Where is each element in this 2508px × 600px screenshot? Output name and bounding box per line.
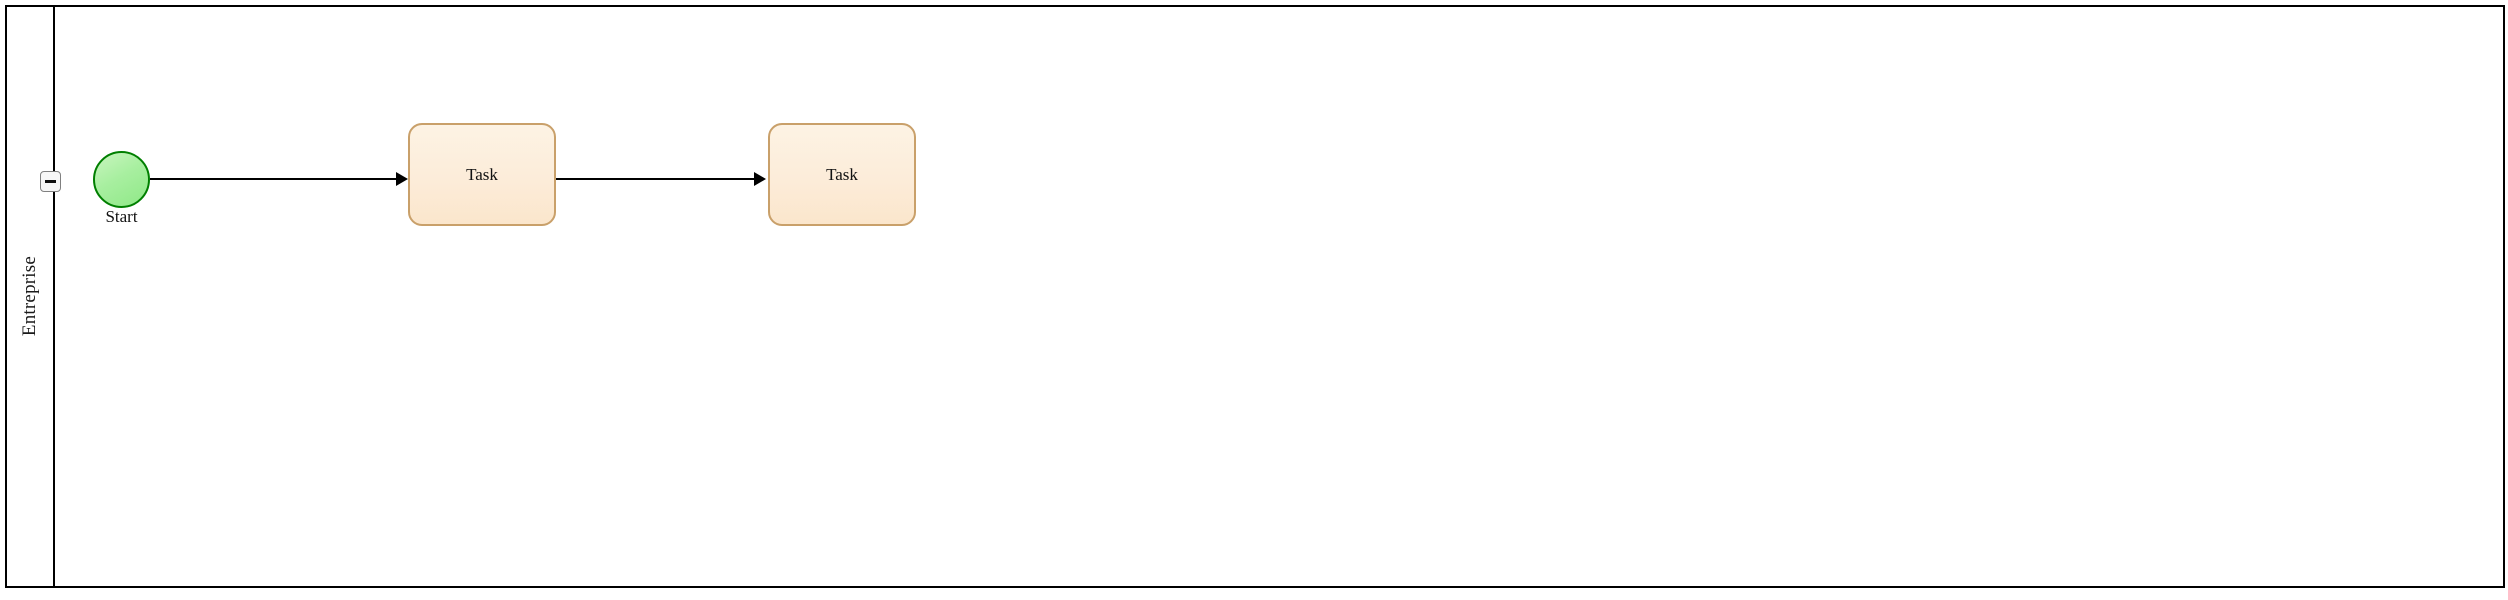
lane-body	[55, 7, 2503, 586]
task-1-label: Task	[466, 164, 498, 184]
pool-header-band[interactable]: Entreprise	[7, 7, 55, 586]
task-node-2[interactable]: Task	[768, 123, 916, 226]
start-event-node[interactable]	[93, 151, 150, 208]
pool-entreprise[interactable]: Entreprise	[5, 5, 2505, 588]
pool-name-label: Entreprise	[19, 256, 40, 337]
sequence-flow-task-1-to-task-2[interactable]	[556, 178, 756, 180]
task-node-1[interactable]: Task	[408, 123, 556, 226]
start-event-label: Start	[105, 207, 138, 226]
arrowhead-icon-flow-1	[396, 172, 408, 186]
arrowhead-icon-flow-2	[754, 172, 766, 186]
pool-collapse-toggle-button[interactable]	[40, 171, 61, 192]
minus-icon	[45, 180, 56, 183]
sequence-flow-start-to-task-1[interactable]	[150, 178, 398, 180]
task-2-label: Task	[826, 164, 858, 184]
